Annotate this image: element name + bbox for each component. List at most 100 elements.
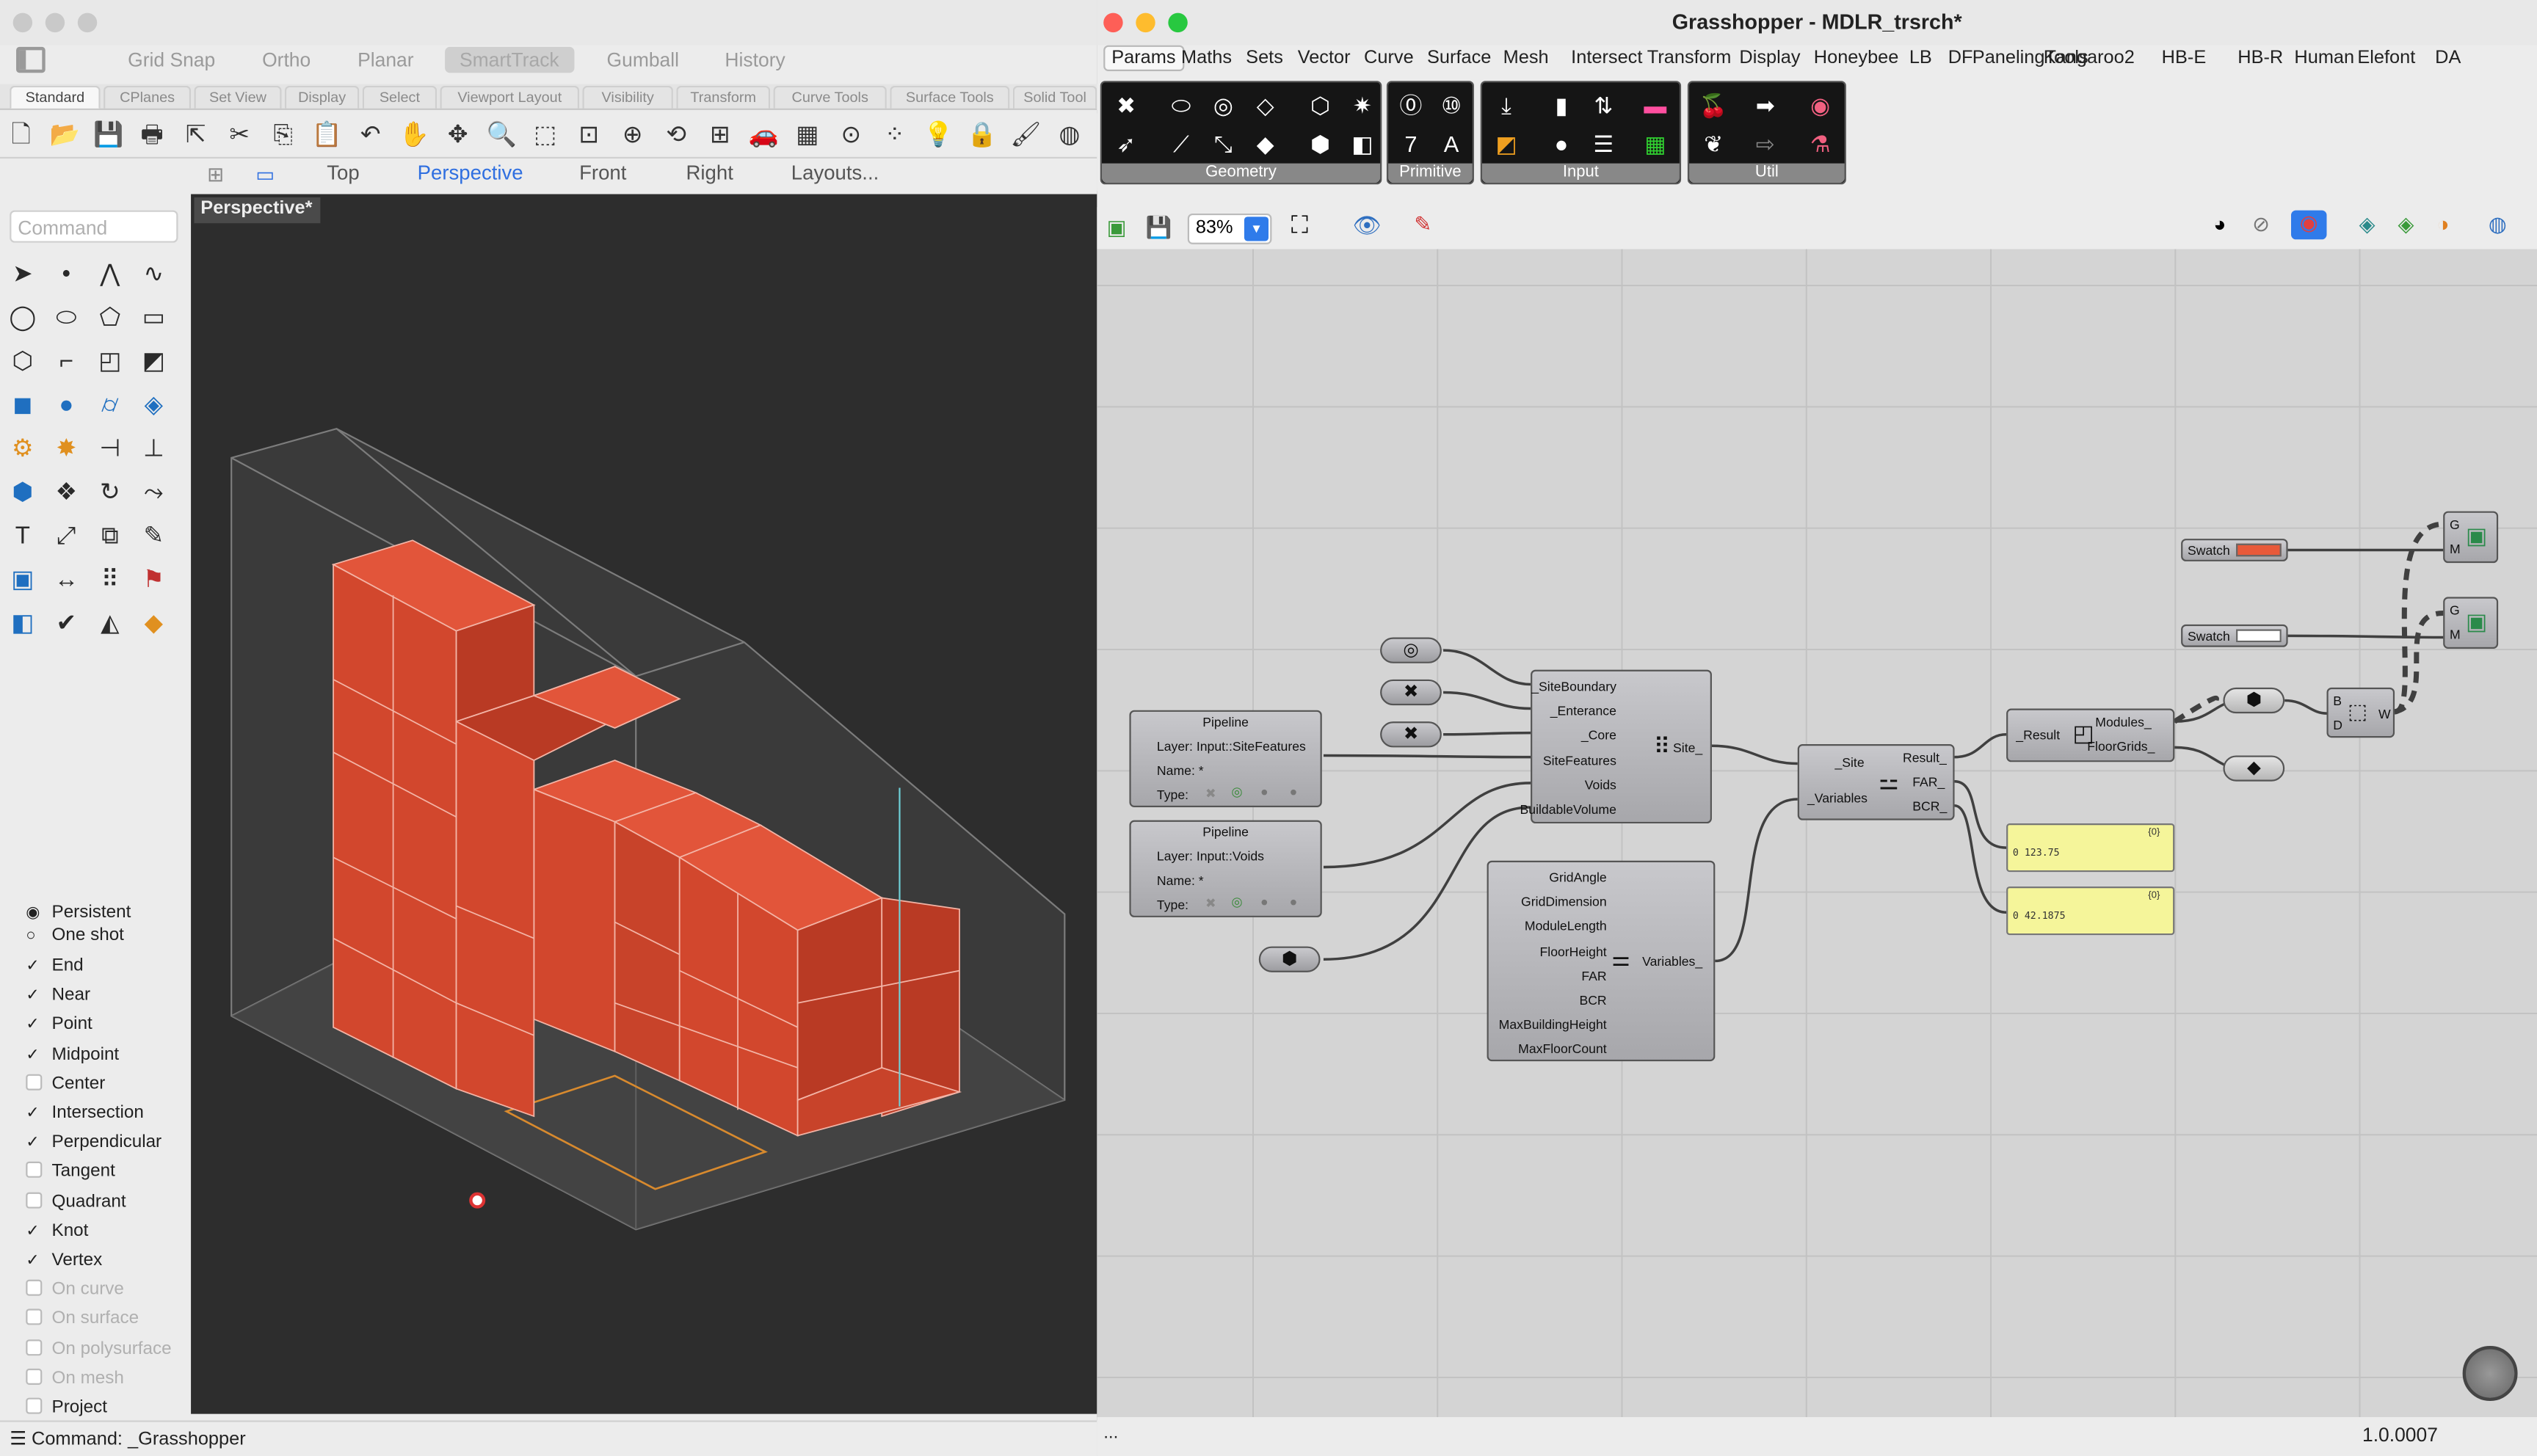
open-file-icon[interactable]: ▣ [1106, 215, 1127, 240]
tab-hb-r[interactable]: HB-R [2237, 48, 2284, 68]
tab-cplanes[interactable]: CPlanes [104, 85, 192, 109]
tab-honeybee[interactable]: Honeybee [1813, 48, 1899, 68]
tab-surface[interactable]: Surface [1427, 48, 1492, 68]
export-icon[interactable]: ⇱ [185, 121, 206, 149]
x-icon[interactable]: ✖ [1205, 786, 1216, 801]
curve-param-siteboundary[interactable]: ◎ [1380, 637, 1442, 663]
toggle-icon[interactable]: ⇅ [1594, 92, 1614, 118]
box-icon[interactable]: ◼ [12, 391, 33, 419]
scale-icon[interactable]: ⤢ [57, 523, 76, 550]
import-icon[interactable]: ⤓ [1501, 92, 1511, 118]
rotate-view-icon[interactable]: ✥ [447, 121, 468, 149]
osnap-item[interactable]: ✓Point [26, 1013, 92, 1038]
brep-param-icon[interactable]: ⬡ [1310, 92, 1331, 118]
tab-transform[interactable]: Transform [1647, 48, 1732, 68]
paint-icon[interactable]: 🖌 [1010, 121, 1042, 149]
pan-icon[interactable]: ✋ [399, 121, 429, 149]
osnap-one-shot[interactable]: ○One shot [26, 924, 124, 948]
cut-icon[interactable]: ✂ [229, 121, 250, 149]
preview-color-icon[interactable]: ◑ [2436, 211, 2450, 236]
tab-df[interactable]: DF [1948, 48, 1973, 68]
brep-param-buildable[interactable]: ⬢ [1258, 946, 1321, 972]
tab-surface-tools[interactable]: Surface Tools [890, 85, 1010, 109]
mesh-filter-icon[interactable]: ● [1260, 785, 1268, 799]
osnap-item[interactable]: On polysurface [26, 1337, 172, 1361]
select-points-icon[interactable]: ⁘ [884, 121, 905, 149]
mesh-filter-icon[interactable]: ● [1260, 895, 1268, 909]
checkbox-checked-icon[interactable]: ✓ [26, 1252, 40, 1270]
slider-icon[interactable]: ▮ [1555, 92, 1568, 118]
undo-view-icon[interactable]: ⟲ [666, 121, 687, 149]
loft-icon[interactable]: ◩ [142, 347, 166, 376]
zoom-selected-icon[interactable]: ⊕ [622, 121, 643, 149]
checkbox-checked-icon[interactable]: ✓ [26, 1223, 40, 1241]
checkbox-empty-icon[interactable] [26, 1191, 43, 1208]
zoom-window-icon[interactable]: ⬚ [534, 121, 557, 149]
analyze-icon[interactable]: ⚑ [142, 566, 165, 594]
preview-shaded-icon[interactable]: ◉ [2291, 210, 2327, 240]
copy-icon[interactable]: ⎘ [273, 121, 293, 149]
print-icon[interactable]: 🖶 [140, 121, 164, 149]
osnap-persistent[interactable]: ◉Persistent [26, 901, 131, 925]
explode-icon[interactable]: ✸ [56, 434, 77, 463]
ribbon-util[interactable]: 🍒 ➡ ◉ ❦ ⇨ ⚗ Util [1687, 81, 1846, 185]
toggle-ortho[interactable]: Ortho [262, 48, 311, 71]
graph-icon[interactable]: ◩ [1495, 131, 1517, 157]
arrow-right-icon[interactable]: ➡ [1755, 92, 1775, 118]
dimension-icon[interactable]: ↔ [54, 566, 79, 594]
save-icon[interactable]: 💾 [93, 121, 124, 149]
trim-icon[interactable]: ⊣ [99, 434, 121, 463]
tab-intersect[interactable]: Intersect [1571, 48, 1643, 68]
point-icon[interactable]: • [62, 260, 71, 288]
field-param-icon[interactable]: ⬢ [1310, 131, 1331, 157]
list-icon[interactable]: ☰ [1593, 131, 1614, 157]
toolbox-icon[interactable]: ◉ [1810, 92, 1831, 118]
osnap-icon[interactable]: ⊙ [841, 121, 862, 149]
gradient-icon[interactable]: ▬ [1644, 92, 1667, 118]
minimize-button[interactable] [45, 12, 65, 33]
open-icon[interactable]: 📂 [49, 121, 80, 149]
undo-icon[interactable]: ↶ [360, 121, 381, 149]
osnap-item[interactable]: Tangent [26, 1160, 115, 1184]
text-param-icon[interactable]: A [1443, 131, 1459, 157]
lock-icon[interactable]: 🔒 [967, 121, 998, 149]
light-icon[interactable]: 💡 [923, 121, 954, 149]
mesh-param-icon[interactable]: ✷ [1352, 92, 1372, 118]
surface-param-icon[interactable]: ◇ [1256, 92, 1274, 118]
checkbox-empty-icon[interactable] [26, 1339, 43, 1355]
grid-view-icon[interactable]: ⊞ [207, 163, 225, 186]
cherry-icon[interactable]: 🍒 [1699, 92, 1728, 118]
tab-transform[interactable]: Transform [676, 85, 771, 109]
tab-layouts[interactable]: Layouts... [791, 161, 879, 185]
seven-icon[interactable]: 7 [1404, 131, 1418, 157]
swatch-red[interactable]: Swatch [2181, 539, 2288, 561]
osnap-item[interactable]: ✓Midpoint [26, 1043, 119, 1067]
close-button[interactable] [1103, 12, 1123, 33]
bcr-panel[interactable]: {0} 0 42.1875 [2006, 887, 2175, 936]
save-icon[interactable]: 💾 [1145, 215, 1172, 240]
swatch-white[interactable]: Swatch [2181, 624, 2288, 647]
close-button[interactable] [12, 12, 33, 33]
tab-front[interactable]: Front [579, 161, 627, 185]
curve-filter-icon[interactable]: ◎ [1231, 895, 1243, 909]
osnap-item[interactable]: ✓Knot [26, 1220, 88, 1244]
number-icon[interactable]: ⑩ [1441, 92, 1462, 118]
grid-icon[interactable]: ▦ [796, 121, 819, 149]
checkbox-empty-icon[interactable] [26, 1074, 43, 1091]
osnap-item[interactable]: Quadrant [26, 1190, 126, 1215]
tab-params[interactable]: Params [1103, 45, 1184, 71]
tab-kangaroo2[interactable]: Kangaroo2 [2043, 48, 2135, 68]
flask-icon[interactable]: ⚗ [1810, 131, 1831, 157]
color-wheel-icon[interactable]: ◍ [1059, 121, 1081, 149]
osnap-item[interactable]: On mesh [26, 1366, 124, 1391]
layer-icon[interactable]: ◧ [11, 610, 35, 638]
tab-panelingtools[interactable]: PanelingTools [1972, 48, 2088, 68]
zoom-extents-icon[interactable]: ⛶ [1291, 211, 1309, 240]
gh-canvas[interactable]: ◎ ✖ ✖ ⬢ Pipeline Layer: Input::SiteFeatu… [1097, 249, 2537, 1418]
tab-da[interactable]: DA [2435, 48, 2461, 68]
material-icon[interactable]: ◆ [144, 610, 164, 638]
group-param-icon[interactable]: ◧ [1351, 131, 1373, 157]
canvas-widget-icon[interactable] [2462, 1346, 2518, 1402]
geometry-param-modules[interactable]: ⬢ [2223, 687, 2285, 714]
